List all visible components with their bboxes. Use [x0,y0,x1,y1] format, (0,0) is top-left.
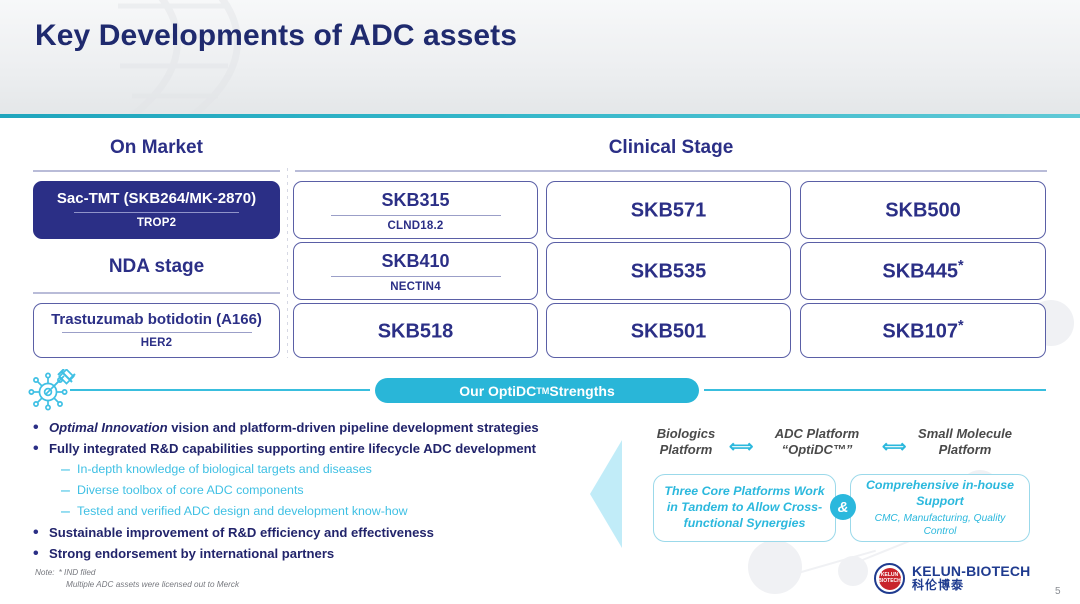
strengths-rule-left [70,389,370,391]
footnote-label: Note: [35,568,55,577]
logo-text-en: KELUN-BIOTECH [912,563,1031,580]
bullet-text: Diverse toolbox of core ADC components [77,483,304,497]
pill-trademark: TM [536,385,550,396]
bullet-marker: – [61,482,70,499]
core-platforms-text: Three Core Platforms Work in Tandem to A… [664,484,825,530]
logo-wordmark: KELUN-BIOTECH 科伦博泰 [912,564,1030,592]
in-house-support-sub: CMC, Manufacturing, Quality Control [874,512,1006,537]
column-header-on-market: On Market [110,137,203,158]
asset-card-skb501[interactable]: SKB501 [546,303,791,358]
asset-target: CLND18.2 [387,219,444,232]
asset-card-skb107[interactable]: SKB107* [800,303,1046,358]
list-item: – In-depth knowledge of biological targe… [33,460,578,479]
clinical-stage-rule [295,170,1047,172]
asset-card-skb500[interactable]: SKB500 [800,181,1046,239]
in-house-support-title: Comprehensive in-house Support [865,477,1015,508]
list-item: • Sustainable improvement of R&D efficie… [33,523,578,542]
company-logo: KELUN BIOTECH KELUN-BIOTECH 科伦博泰 [874,563,1030,594]
watermark-circle [748,540,802,594]
strengths-rule-right [704,389,1046,391]
bullet-marker: – [61,461,70,478]
logo-badge-icon: KELUN BIOTECH [874,563,905,594]
card-separator [330,275,501,277]
bullet-marker: • [33,524,39,541]
left-pointing-arrow-icon [590,440,622,548]
list-item: • Fully integrated R&D capabilities supp… [33,439,578,458]
bullet-marker: – [61,503,70,520]
bullet-marker: • [33,440,39,457]
asset-name: Trastuzumab botidotin (A166) [51,310,262,328]
footnote-line-2: Multiple ADC assets were licensed out to… [66,579,240,589]
in-house-support-box: Comprehensive in-house Support CMC, Manu… [850,474,1030,542]
card-separator [74,211,239,213]
asset-name: SKB571 [630,199,707,222]
bullet-marker: • [33,419,39,436]
bullet-text: Tested and verified ADC design and devel… [77,504,408,518]
asset-target: NECTIN4 [390,280,441,293]
bullet-marker: • [33,545,39,562]
card-separator [330,214,501,216]
asset-card-trastuzumab-botidotin[interactable]: Trastuzumab botidotin (A166) HER2 [33,303,280,358]
dna-helix-watermark [114,0,241,118]
asset-card-skb410[interactable]: SKB410 NECTIN4 [293,242,538,300]
pill-label-pre: Our OptiDC [459,382,537,399]
asset-name: SKB501 [630,320,707,343]
bullet-emphasis: Optimal Innovation [49,420,168,435]
asset-name: SKB535 [630,260,707,283]
list-item: – Tested and verified ADC design and dev… [33,502,578,521]
nda-stage-rule [33,292,280,294]
bullet-text: Sustainable improvement of R&D efficienc… [49,525,434,540]
asset-card-skb445[interactable]: SKB445* [800,242,1046,300]
bullet-text: Optimal Innovation vision and platform-d… [49,420,539,435]
list-item: • Optimal Innovation vision and platform… [33,418,578,437]
asset-name: SKB410 [381,251,450,272]
column-header-nda-stage: NDA stage [108,256,205,277]
asset-name: Sac-TMT (SKB264/MK-2870) [56,190,257,208]
asset-card-skb571[interactable]: SKB571 [546,181,791,239]
bullet-text: In-depth knowledge of biological targets… [77,462,372,476]
asset-name: SKB107* [882,317,964,343]
footnote-line-1: * IND filed [58,568,96,577]
bullet-text: Strong endorsement by international part… [49,546,335,561]
slide-header: Key Developments of ADC assets [0,0,1080,118]
page-number: 5 [1055,586,1061,597]
logo-badge-line-1: KELUN [880,572,899,579]
asset-card-skb535[interactable]: SKB535 [546,242,791,300]
header-accent-rule [0,114,1080,118]
double-arrow-icon: ⟺ [882,437,907,456]
logo-badge-line-2: BIOTECH [878,577,901,584]
asset-card-skb518[interactable]: SKB518 [293,303,538,358]
column-header-clinical-stage: Clinical Stage [608,137,734,158]
pipeline-column-divider [287,168,288,358]
core-platforms-box: Three Core Platforms Work in Tandem to A… [653,474,836,542]
card-separator [61,332,252,334]
asset-card-skb315[interactable]: SKB315 CLND18.2 [293,181,538,239]
bullet-text: Fully integrated R&D capabilities suppor… [49,441,536,456]
asset-name: SKB500 [885,199,961,222]
asset-name: SKB315 [381,190,450,211]
platform-label-adc: ADC Platform“OptiDC™” [774,426,860,457]
page-title: Key Developments of ADC assets [35,19,518,52]
logo-text-cn: 科伦博泰 [912,577,965,592]
on-market-rule [33,170,280,172]
virus-syringe-icon [28,369,76,411]
asset-card-sac-tmt[interactable]: Sac-TMT (SKB264/MK-2870) TROP2 [33,181,280,239]
asset-name: SKB445* [882,258,964,283]
asset-name: SKB518 [377,320,454,343]
footnote: Note:* IND filed Multiple ADC assets wer… [35,567,239,591]
list-item: – Diverse toolbox of core ADC components [33,481,578,500]
pill-label-post: Strengths [549,382,615,399]
asset-target: HER2 [140,337,173,350]
logo-badge-inner: KELUN BIOTECH [878,567,901,590]
strengths-bullet-list: • Optimal Innovation vision and platform… [33,418,578,565]
asset-target: TROP2 [136,216,177,229]
ampersand-badge: & [830,494,856,520]
list-item: • Strong endorsement by international pa… [33,544,578,563]
double-arrow-icon: ⟺ [729,437,754,456]
